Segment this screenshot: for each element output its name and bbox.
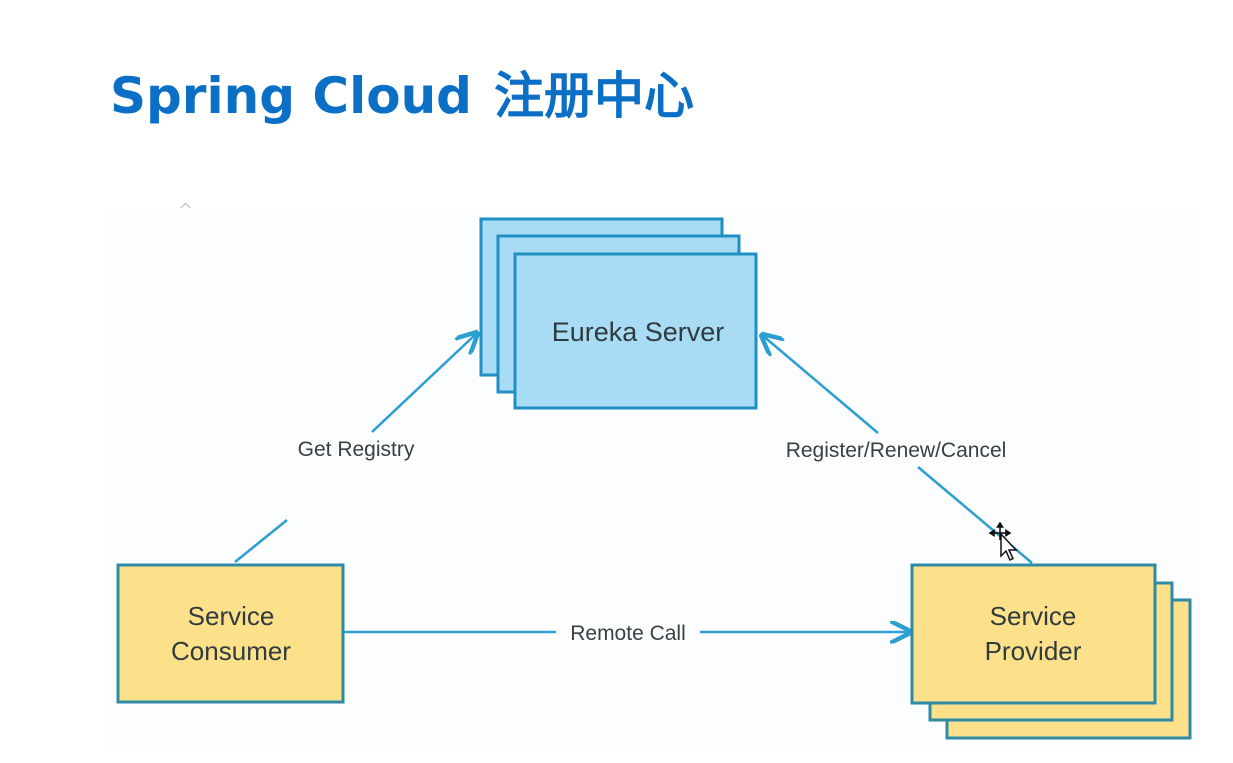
consumer-label-line2: Consumer: [171, 636, 291, 666]
node-service-provider[interactable]: Service Provider: [910, 563, 1192, 740]
edge-label-register: Register/Renew/Cancel: [786, 439, 1007, 462]
move-cursor-icon: [988, 522, 1018, 562]
provider-stack-front: [910, 563, 1157, 705]
consumer-box: [116, 563, 345, 704]
consumer-label-line1: Service: [188, 601, 275, 631]
edge-get-registry: Get Registry: [234, 333, 477, 563]
title-latin: Spring Cloud: [110, 67, 472, 125]
eureka-server-label: Eureka Server: [552, 317, 725, 347]
edge-label-get-registry: Get Registry: [298, 438, 415, 461]
eureka-stack-front: [513, 252, 758, 410]
node-service-consumer[interactable]: Service Consumer: [116, 563, 345, 704]
edge-remote-call: Remote Call: [344, 622, 910, 645]
provider-label-line2: Provider: [985, 636, 1082, 666]
caret-up-icon: ^: [178, 200, 194, 221]
node-eureka-server[interactable]: Eureka Server: [479, 217, 758, 410]
page-title: Spring Cloud 注册中心: [110, 56, 694, 128]
provider-label-line1: Service: [990, 601, 1077, 631]
edge-label-remote-call: Remote Call: [570, 622, 686, 645]
title-chinese: 注册中心: [493, 67, 694, 125]
edge-register-renew-cancel: Register/Renew/Cancel: [762, 335, 1033, 564]
